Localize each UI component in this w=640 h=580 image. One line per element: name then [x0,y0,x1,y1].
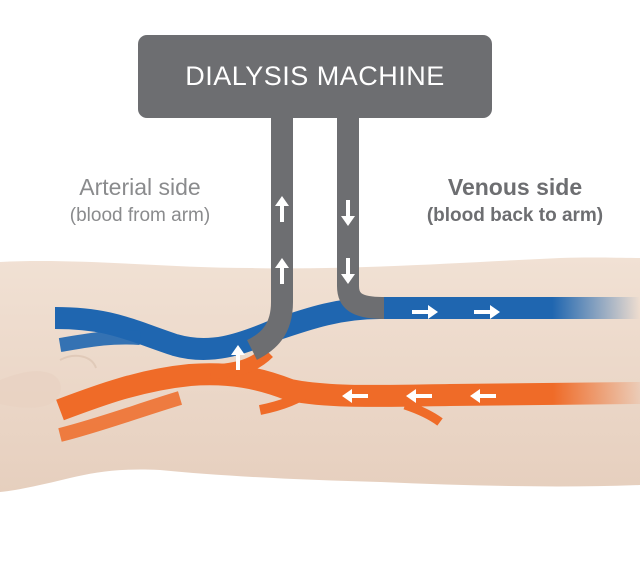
dialysis-machine-label: DIALYSIS MACHINE [185,61,445,91]
venous-side-title: Venous side [447,174,583,200]
arm-shape [0,257,640,492]
venous-side-subtitle: (blood back to arm) [426,205,604,226]
arterial-tube [246,115,293,360]
arrow-right-icon [412,305,438,319]
arrow-left-icon [406,389,432,403]
venous-tube [337,115,385,319]
arrow-down-icon [341,258,355,284]
artery [56,346,640,442]
arterial-side-subtitle: (blood from arm) [69,205,211,226]
vein-venous [54,297,640,361]
arrow-up-icon [275,258,289,284]
arrow-left-icon [470,389,496,403]
arterial-side-title: Arterial side [79,174,201,200]
dialysis-machine-box [138,35,492,118]
arrow-up-icon [275,196,289,222]
arrow-left-icon [342,389,368,403]
arrow-right-icon [474,305,500,319]
arrow-down-icon [341,200,355,226]
arrow-up-icon [231,345,245,370]
